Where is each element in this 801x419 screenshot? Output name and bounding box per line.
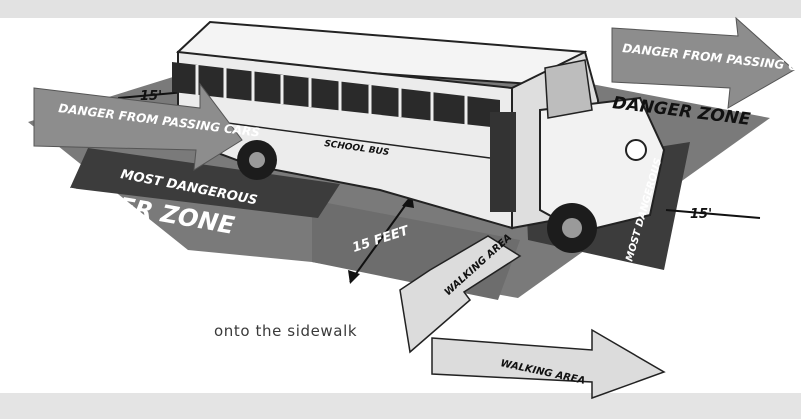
bus-front-hub: [562, 218, 582, 238]
bus-headlight: [626, 140, 646, 160]
label-fifteen-mark-right: 15': [690, 207, 712, 222]
walking-area-arrow-right: [432, 330, 664, 398]
fifteen-mark-right-line: [666, 210, 760, 218]
caption-text: onto the sidewalk: [214, 322, 357, 340]
bus-windshield: [545, 60, 592, 118]
label-fifteen-mark-left: 15': [140, 89, 162, 104]
bus-door: [490, 112, 516, 212]
bus-rear-hub: [249, 152, 265, 168]
